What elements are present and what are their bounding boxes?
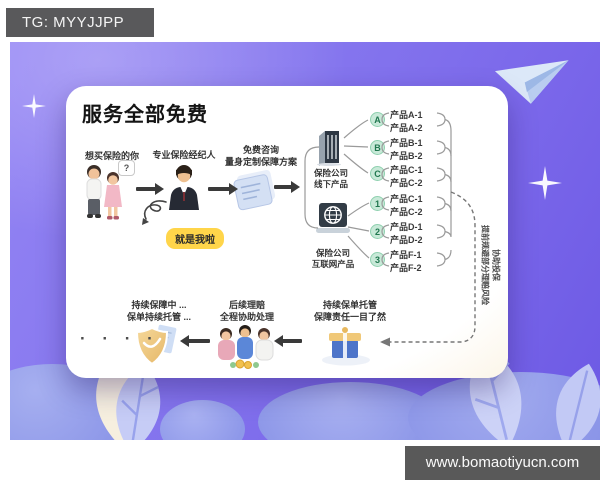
bottom-step3-line1: 持续保障中 ... (131, 300, 187, 310)
arrow-right-icon (208, 183, 238, 195)
online-channel-label: 保险公司 互联网产品 (306, 248, 360, 271)
infographic-card: 服务全部免费 想买保险的你 专业保险经纪人 免费咨询 量身定制保障方案 (66, 86, 508, 378)
shield-icon (135, 324, 177, 366)
claims-family-icon (218, 325, 274, 369)
side-note-line1: 协助投保 (491, 249, 501, 281)
page-title: 服务全部免费 (82, 104, 208, 126)
arrow-right-icon (274, 181, 300, 193)
arrow-left-icon (274, 335, 302, 347)
product-label: 产品A-2 (390, 123, 423, 133)
side-note-line2: 提前规避部分理赔风险 (480, 225, 490, 305)
step3-line2: 量身定制保障方案 (224, 157, 297, 168)
tg-badge-text: TG: MYYJJPP (22, 14, 125, 31)
branch-node-b: B (370, 140, 385, 155)
product-label: 产品C-2 (390, 207, 423, 217)
offline-channel-line2: 线下产品 (313, 179, 348, 190)
dashed-arrowhead (380, 337, 390, 347)
branch-node-c: C (370, 166, 385, 181)
offline-channel-label: 保险公司 线下产品 (304, 168, 358, 191)
website-badge: www.bomaotiyucn.com (405, 446, 600, 480)
ellipsis-dots: · · · · (80, 329, 159, 348)
product-label: 产品B-2 (390, 151, 423, 161)
arrow-left-icon (180, 335, 210, 347)
step3-label: 免费咨询 量身定制保障方案 (216, 144, 306, 168)
gift-box-icon (322, 327, 370, 366)
bottom-step3-line2: 保单持续托管 ... (126, 312, 191, 323)
infographic-photo: 服务全部免费 想买保险的你 专业保险经纪人 免费咨询 量身定制保障方案 (10, 42, 600, 440)
building-icon (317, 131, 341, 166)
side-note: 协助投保 提前规避部分理赔风险 (480, 223, 502, 308)
paper-plane-icon (494, 60, 569, 104)
online-channel-line2: 互联网产品 (311, 259, 355, 270)
bottom-step2-line2: 全程协助处理 (219, 312, 274, 323)
branch-node-1: 1 (370, 196, 385, 211)
buyer-family-icon (86, 165, 122, 220)
bottom-step1-label: 持续保单托管 保障责任一目了然 (300, 299, 400, 323)
leaf-icon (556, 363, 600, 440)
document-icon (233, 170, 276, 211)
question-bubble-icon: ? (118, 160, 135, 176)
branch-node-a: A (370, 112, 385, 127)
branch-node-2: 2 (370, 224, 385, 239)
bush-shape (160, 400, 245, 440)
bottom-step1-line1: 持续保单托管 (322, 300, 377, 310)
bottom-step3-label: 持续保障中 ... 保单持续托管 ... (109, 299, 209, 323)
product-label: 产品F-2 (390, 263, 422, 273)
product-label: 产品F-1 (390, 250, 422, 260)
tg-badge: TG: MYYJJPP (6, 8, 154, 37)
product-label: 产品A-1 (390, 110, 423, 120)
step1-label: 想买保险的你 (84, 151, 139, 161)
bottom-step1-line2: 保障责任一目了然 (313, 312, 386, 323)
arrow-right-icon (136, 183, 164, 195)
product-label: 产品D-2 (390, 235, 423, 245)
step3-line1: 免费咨询 (242, 145, 279, 155)
callout-badge: 就是我啦 (166, 228, 224, 249)
bottom-step2-line1: 后续理赔 (228, 300, 265, 310)
branch-node-3: 3 (370, 252, 385, 267)
product-label: 产品C-1 (390, 165, 423, 175)
bottom-step2-label: 后续理赔 全程协助处理 (207, 299, 287, 323)
online-channel-line1: 保险公司 (315, 248, 350, 258)
step2-label: 专业保险经纪人 (152, 150, 216, 160)
broker-icon (169, 165, 199, 210)
leaf-icon (116, 362, 161, 440)
sparkle-icon (528, 166, 562, 200)
website-text: www.bomaotiyucn.com (425, 454, 580, 471)
offline-channel-line1: 保险公司 (313, 168, 348, 178)
product-label: 产品B-1 (390, 138, 423, 148)
globe-laptop-icon (316, 203, 350, 233)
product-label: 产品C-2 (390, 178, 423, 188)
squiggly-arrow-icon (142, 200, 167, 225)
product-label: 产品D-1 (390, 222, 423, 232)
product-label: 产品C-1 (390, 194, 423, 204)
